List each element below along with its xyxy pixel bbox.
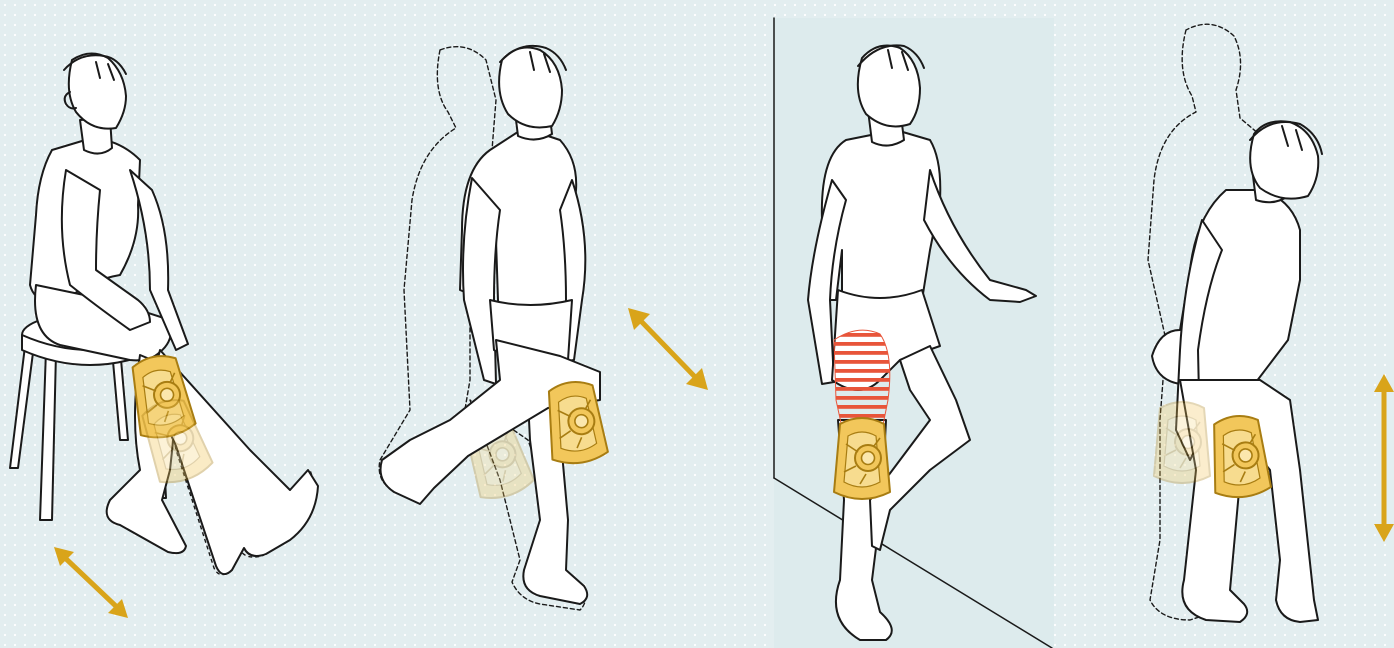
knee-brace	[834, 418, 890, 499]
